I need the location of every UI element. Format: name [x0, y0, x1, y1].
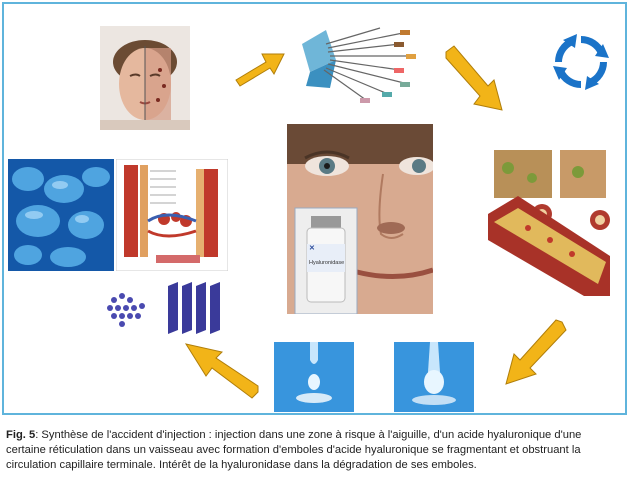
cycle-arrows-icon — [551, 32, 611, 92]
molecular-structure-image — [100, 280, 224, 336]
face-zones-image — [100, 26, 190, 130]
arrow-icon-vessel-to-drop — [505, 319, 567, 385]
arrow-icon-needles-to-cycle — [445, 45, 503, 111]
caption-label: Fig. 5 — [6, 429, 36, 441]
vessel-emboli-image — [488, 144, 610, 296]
blue-emboli-image — [8, 159, 114, 271]
caption-text: : Synthèse de l'accident d'injection : i… — [6, 429, 582, 471]
vial-label: Hyaluronidase — [309, 260, 344, 266]
water-drop-image-1 — [274, 342, 354, 412]
figure-caption: Fig. 5: Synthèse de l'accident d'injecti… — [6, 428, 624, 473]
needles-image — [296, 26, 418, 104]
figure-frame: ✕ Hyaluronidase — [2, 2, 627, 415]
capillary-circulation-diagram — [116, 159, 228, 271]
arrow-icon-drop-to-molecule — [184, 343, 259, 399]
svg-text:✕: ✕ — [309, 245, 315, 252]
arrow-icon-face-to-needles — [235, 53, 285, 87]
water-drop-image-2 — [394, 342, 474, 412]
patient-face-photo: ✕ Hyaluronidase — [287, 124, 433, 314]
